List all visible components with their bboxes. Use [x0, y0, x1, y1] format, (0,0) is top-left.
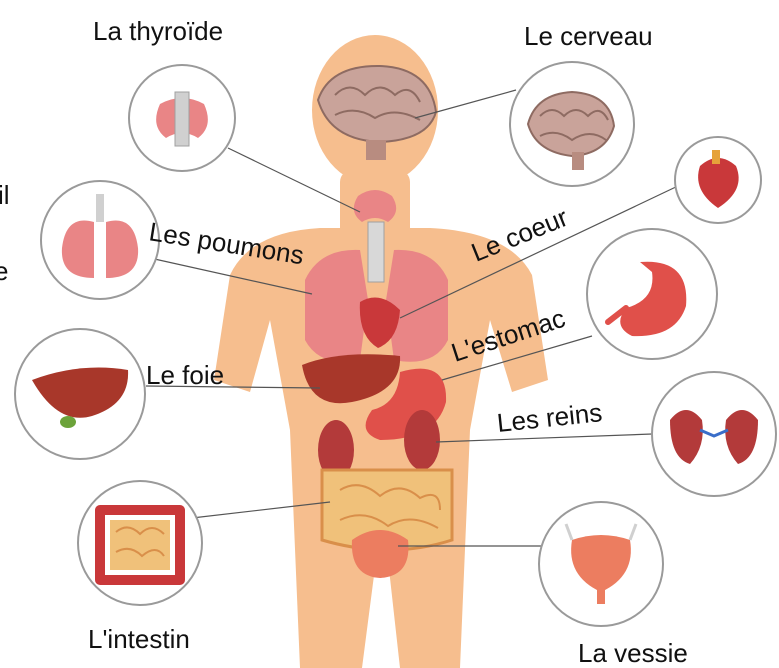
heart-circle — [675, 137, 761, 223]
bladder-circle — [539, 502, 663, 626]
thyroid-circle — [129, 65, 235, 171]
label-brain: Le cerveau — [524, 21, 653, 51]
intestine-icon — [100, 510, 180, 580]
intestine-circle — [78, 481, 202, 605]
label-intestine: L'intestin — [88, 624, 190, 654]
lungs-circle — [41, 181, 159, 299]
label-bladder: La vessie — [578, 638, 688, 668]
label-kidneys: Les reins — [495, 397, 603, 438]
label-liver: Le foie — [146, 360, 224, 390]
label-thyroid: La thyroïde — [93, 16, 223, 46]
stomach-circle — [587, 229, 717, 359]
label-edge-fragment-2: e — [0, 256, 8, 286]
kidneys-circle — [652, 372, 776, 496]
brain-circle — [510, 62, 634, 186]
label-heart: Le coeur — [467, 202, 572, 268]
label-edge-fragment-1: il — [0, 180, 10, 210]
liver-circle — [15, 329, 145, 459]
